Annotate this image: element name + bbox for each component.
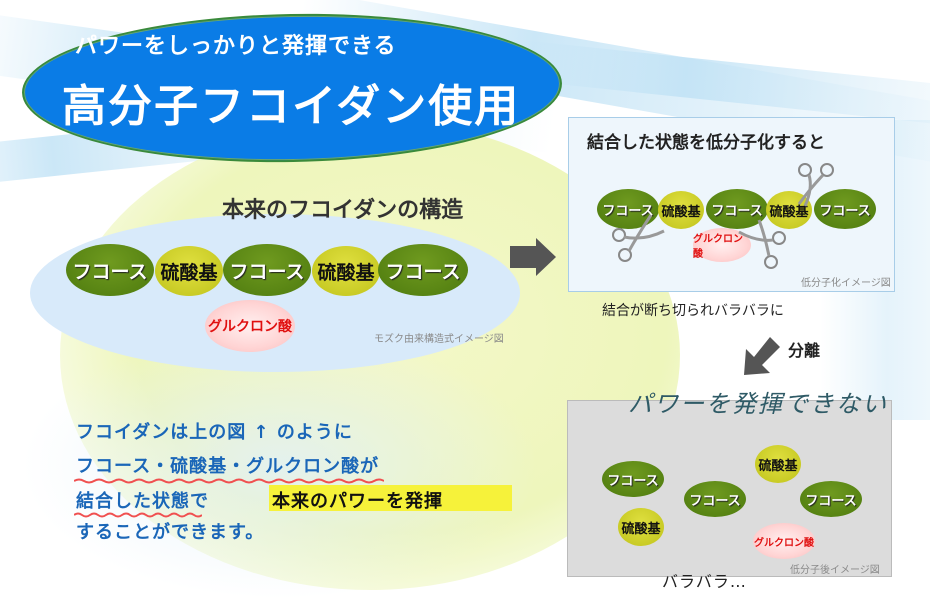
wavy-underline <box>74 512 202 518</box>
title-subtitle: パワーをしっかりと発揮できる <box>75 33 397 59</box>
sulfate-node: 硫酸基 <box>312 246 380 296</box>
wavy-underline <box>74 478 384 484</box>
glucuronic-acid-node: グルクロン酸 <box>205 300 295 352</box>
scissors-icon <box>612 214 665 262</box>
fucose-node: フコース <box>378 244 468 296</box>
fucose-node: フコース <box>223 244 311 296</box>
fucose-node: フコース <box>800 481 862 517</box>
fucose-node: フコース <box>602 461 664 497</box>
original-structure-heading: 本来のフコイダンの構造 <box>222 197 464 223</box>
low-molecular-caption: 低分子化イメージ図 <box>801 278 891 289</box>
explanation-line-2: フコース・硫酸基・グルクロン酸が <box>76 456 380 477</box>
scissors-icon <box>797 163 834 207</box>
down-left-arrow-icon <box>744 337 780 375</box>
sulfate-node: 硫酸基 <box>658 191 704 229</box>
scissors-icon <box>738 219 786 269</box>
low-molecular-panel: 結合した状態を低分子化すると フコース 硫酸基 フコース 硫酸基 フコース グル… <box>568 117 895 292</box>
glucuronic-acid-node: グルクロン酸 <box>753 523 815 559</box>
fucose-node: フコース <box>706 189 768 229</box>
separation-text: 結合が断ち切られバラバラに <box>602 303 784 319</box>
explanation-line-4: することができます。 <box>76 522 265 543</box>
fucose-node: フコース <box>814 189 876 229</box>
background-blue-wash <box>20 330 540 600</box>
sulfate-node: 硫酸基 <box>155 246 223 296</box>
sulfate-node: 硫酸基 <box>755 445 801 483</box>
highlight-marker <box>269 485 512 511</box>
after-caption: 低分子後イメージ図 <box>790 565 880 576</box>
low-molecular-heading: 結合した状態を低分子化すると <box>587 133 825 153</box>
after-panel: フコース 硫酸基 フコース フコース 硫酸基 グルクロン酸 低分子後イメージ図 <box>567 400 892 577</box>
cannot-exert-power-banner: パワーを発揮できない <box>628 390 888 418</box>
explanation-line-1: フコイダンは上の図 ↑ のように <box>76 422 353 443</box>
original-structure-caption: モズク由来構造式イメージ図 <box>374 334 504 345</box>
explanation-line-3b: 本来のパワーを発揮 <box>272 491 443 512</box>
fucose-node: フコース <box>684 481 746 517</box>
fucose-node: フコース <box>66 244 154 296</box>
separation-label: 分離 <box>788 341 821 360</box>
explanation-line-3a: 結合した状態で <box>76 491 209 512</box>
scattered-text: バラバラ… <box>662 572 747 591</box>
sulfate-node: 硫酸基 <box>618 508 664 546</box>
title-main: 高分子フコイダン使用 <box>62 81 521 132</box>
fucose-node: フコース <box>597 189 659 229</box>
